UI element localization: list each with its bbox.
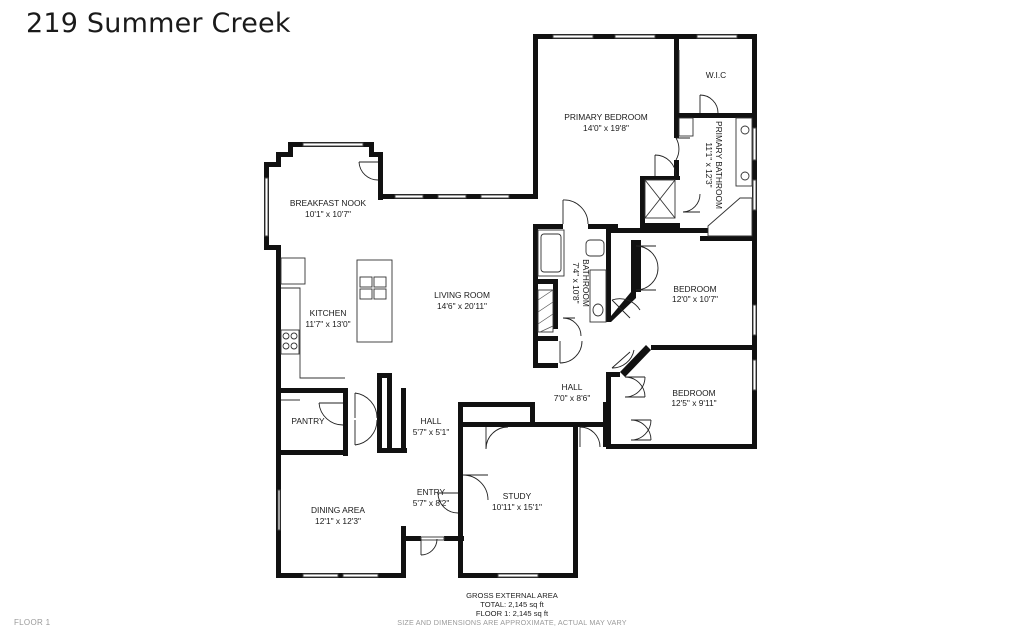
room-hall-west-dim: 5'7" x 5'1": [413, 427, 450, 437]
floor-label: FLOOR 1: [14, 618, 51, 627]
area-total: TOTAL: 2,145 sq ft: [480, 600, 544, 609]
walls: [264, 34, 757, 578]
room-entry-name: ENTRY: [417, 487, 446, 497]
room-hall-east-name: HALL: [562, 382, 583, 392]
area-floor1: FLOOR 1: 2,145 sq ft: [476, 609, 549, 618]
room-entry-dim: 5'7" x 8'2": [413, 498, 450, 508]
room-kitchen-dim: 11'7" x 13'0": [305, 319, 350, 329]
room-primary-bathroom-dim: 11'1" x 12'3": [704, 142, 714, 187]
room-primary-bathroom-name: PRIMARY BATHROOM: [714, 121, 724, 209]
room-hall-west-name: HALL: [421, 416, 442, 426]
room-wic-name: W.I.C: [706, 70, 726, 80]
room-study-dim: 10'11" x 15'1": [492, 502, 542, 512]
area-heading: GROSS EXTERNAL AREA: [466, 591, 559, 600]
doors: [318, 94, 719, 556]
room-living-room-name: LIVING ROOM: [434, 290, 490, 300]
room-breakfast-nook-dim: 10'1" x 10'7": [305, 209, 351, 219]
room-primary-bedroom-dim: 14'0" x 19'8": [583, 123, 629, 133]
area-disclaimer: SIZE AND DIMENSIONS ARE APPROXIMATE, ACT…: [397, 618, 627, 627]
room-kitchen-name: KITCHEN: [310, 308, 347, 318]
fixtures: [280, 50, 753, 401]
room-primary-bedroom-name: PRIMARY BEDROOM: [564, 112, 647, 122]
room-bedroom-2-name: BEDROOM: [672, 388, 715, 398]
room-living-room-dim: 14'6" x 20'11": [437, 301, 487, 311]
room-study-name: STUDY: [503, 491, 532, 501]
room-bathroom-dim: 7'4" x 10'8": [571, 262, 581, 303]
room-breakfast-nook-name: BREAKFAST NOOK: [290, 198, 367, 208]
room-hall-east-dim: 7'0" x 8'6": [554, 393, 591, 403]
room-bedroom-2-dim: 12'5" x 9'11": [671, 398, 716, 408]
room-labels: PRIMARY BEDROOM 14'0" x 19'8" W.I.C PRIM…: [290, 70, 726, 526]
windows: [264, 34, 757, 578]
room-pantry-name: PANTRY: [291, 416, 325, 426]
area-summary: GROSS EXTERNAL AREA TOTAL: 2,145 sq ft F…: [397, 591, 627, 627]
room-dining-area-name: DINING AREA: [311, 505, 365, 515]
room-bedroom-1-dim: 12'0" x 10'7": [672, 294, 718, 304]
room-bathroom-name: BATHROOM: [581, 259, 591, 307]
room-bedroom-1-name: BEDROOM: [673, 284, 716, 294]
plan-title: 219 Summer Creek: [26, 8, 291, 39]
room-dining-area-dim: 12'1" x 12'3": [315, 516, 361, 526]
